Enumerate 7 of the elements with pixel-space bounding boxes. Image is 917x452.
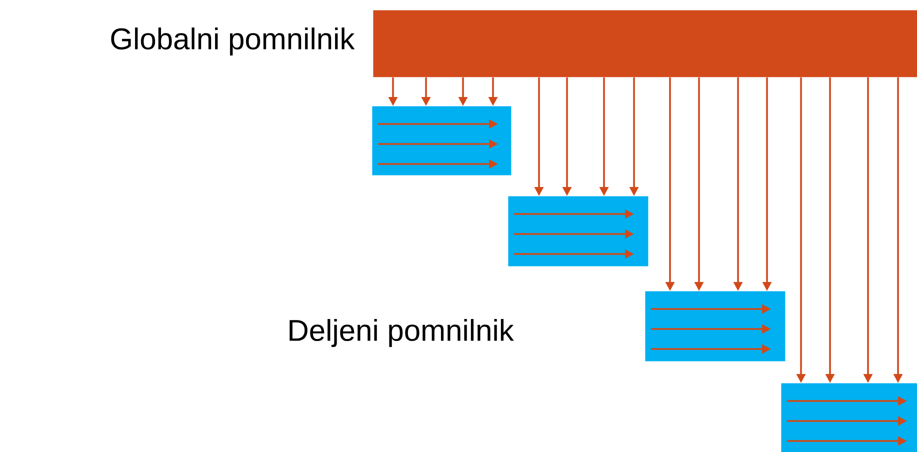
memory-bar <box>373 10 917 78</box>
memory-box <box>508 196 648 266</box>
memory-box <box>645 291 786 362</box>
memory-label: Deljeni pomnilnik <box>290 319 514 347</box>
memory-box <box>372 106 512 176</box>
memory-label: Globalni pomnilnik <box>111 28 355 56</box>
memory-box <box>781 383 917 452</box>
